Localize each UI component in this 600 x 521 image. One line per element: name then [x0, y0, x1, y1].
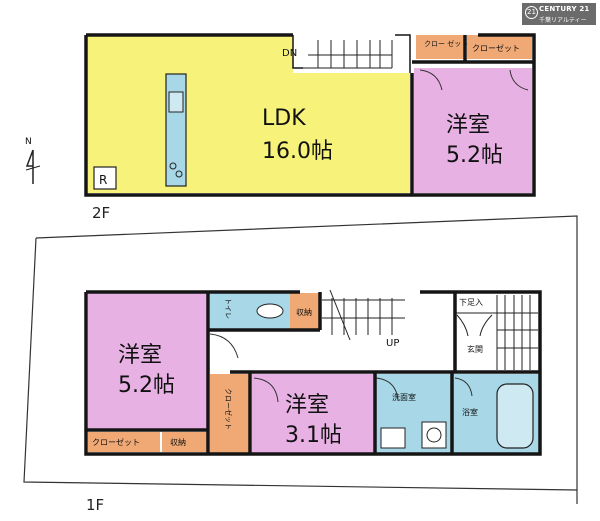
storage-under-stairs	[290, 293, 320, 329]
door-swing	[419, 69, 443, 91]
closet-2f-a	[416, 35, 464, 59]
washroom-label: 洗面室	[392, 392, 416, 402]
bedroom-1f-a	[88, 293, 208, 430]
entrance-label: 玄関	[467, 344, 483, 354]
bedroom-1f-a-size: 5.2帖	[118, 373, 175, 398]
bedroom-1f-a-name: 洋室	[118, 343, 162, 368]
closet-1f-a-label: クローゼット	[92, 437, 140, 447]
up-label: UP	[386, 338, 399, 349]
ldk-size: 16.0帖	[262, 139, 333, 164]
site-boundary	[23, 215, 578, 504]
fridge-label: R	[99, 173, 107, 187]
storage-1f-small	[162, 432, 208, 452]
bathtub-icon	[496, 383, 534, 449]
fridge-icon	[93, 166, 117, 190]
compass: N	[25, 137, 41, 184]
bedroom-2f-size: 5.2帖	[446, 143, 503, 168]
logo-subtitle: 千葉リアルティー	[539, 17, 587, 24]
stair-lines-1f	[322, 289, 405, 341]
century21-logo: 21 CENTURY 21 千葉リアルティー	[522, 3, 596, 25]
storage-1f-small-label: 収納	[170, 437, 186, 447]
bedroom-1f-b-size: 3.1帖	[285, 423, 342, 448]
kitchen-counter	[165, 73, 187, 187]
shoe-box-label: 下足入	[459, 298, 483, 307]
floor-2f-label: 2F	[92, 204, 110, 222]
logo-mark: 21	[525, 6, 538, 19]
toilet-icon	[256, 303, 284, 319]
washer-drum-icon	[426, 427, 442, 443]
floor-1f: 洋室 5.2帖 洋室 3.1帖 クローゼット 収納 クローゼット トイレ 収納 …	[84, 289, 542, 514]
washing-machine-icon	[421, 421, 447, 449]
bedroom-1f-b	[252, 374, 374, 454]
door-swings-1f	[209, 333, 473, 403]
wash-basin-icon	[380, 427, 406, 449]
bathroom-label: 浴室	[462, 407, 478, 417]
closet-2f-b	[467, 35, 532, 59]
logo-brand: CENTURY 21	[539, 5, 590, 13]
dn-label: DN	[282, 48, 297, 59]
sink-icon	[168, 91, 184, 113]
closet-1f-a	[88, 432, 160, 452]
stove-burner-icon	[169, 162, 177, 170]
closet-1f-b-label: クローゼット	[224, 388, 233, 430]
storage-under-stairs-label: 収納	[296, 307, 312, 317]
stair-lines-2f	[303, 40, 393, 69]
door-swing	[509, 69, 529, 91]
closet-1f-b	[210, 374, 250, 454]
stair-2f	[293, 35, 410, 73]
bedroom-1f-b-name: 洋室	[285, 393, 329, 418]
closet-2f-a-label: クロー ゼット	[424, 39, 468, 48]
stove-burner-icon	[175, 170, 183, 178]
floor-1f-label: 1F	[86, 496, 104, 514]
walls-2f	[84, 33, 536, 197]
walls-2f-thin	[292, 34, 411, 73]
bedroom-2f	[414, 68, 532, 193]
closet-2f-b-label: クローゼット	[472, 43, 520, 53]
bedroom-2f-name: 洋室	[446, 113, 490, 138]
entrance-area	[455, 295, 538, 370]
compass-north: N	[25, 137, 32, 147]
toilet-label: トイレ	[224, 298, 232, 319]
walls-1f	[84, 290, 542, 456]
ldk-name: LDK	[262, 106, 306, 131]
north-arrow-icon	[25, 149, 34, 184]
floor-2f: DN LDK 16.0帖 洋室 5.2帖 クロー ゼット クローゼット R 2F	[84, 33, 536, 222]
compass-tick	[25, 165, 41, 171]
